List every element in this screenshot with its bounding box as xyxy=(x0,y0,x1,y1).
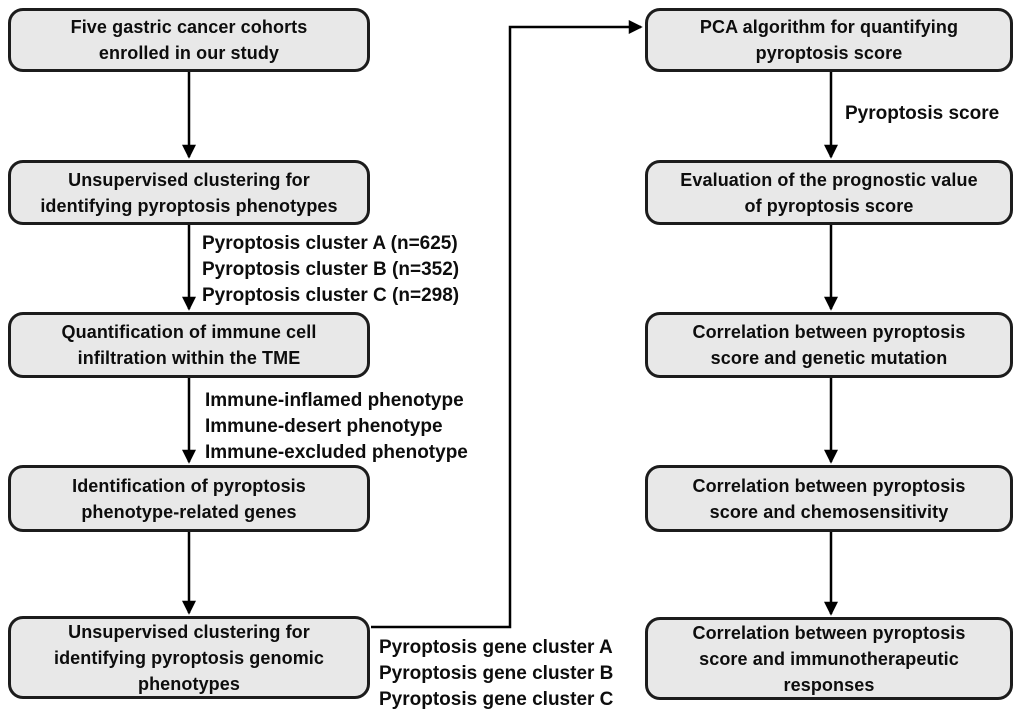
box-immunotherapeutic-responses: Correlation between pyroptosis score and… xyxy=(645,617,1013,700)
connector-genomic-to-pca xyxy=(371,20,643,629)
annotation-line: Immune-desert phenotype xyxy=(205,416,443,437)
annotation-line: Immune-excluded phenotype xyxy=(205,442,468,463)
box-genetic-mutation-label: Correlation between pyroptosis score and… xyxy=(692,322,966,368)
annotation-line: Pyroptosis gene cluster A xyxy=(379,637,613,658)
box-chemosensitivity-label: Correlation between pyroptosis score and… xyxy=(692,475,966,522)
box-chemosensitivity: Correlation between pyroptosis score and… xyxy=(645,465,1013,532)
annotation-line: Pyroptosis cluster C (n=298) xyxy=(202,285,460,306)
box-cohorts-label: Five gastric cancer cohorts enrolled in … xyxy=(70,17,308,63)
box-prognostic-evaluation-label: Evaluation of the prognostic value of py… xyxy=(680,169,978,216)
annotation-line: Immune-inflamed phenotype xyxy=(205,390,464,411)
box-clustering-genomic-phenotypes-label: Unsupervised clustering for identifying … xyxy=(53,621,325,694)
box-clustering-phenotypes-label: Unsupervised clustering for identifying … xyxy=(40,169,338,216)
box-clustering-phenotypes: Unsupervised clustering for identifying … xyxy=(8,160,370,225)
box-prognostic-evaluation: Evaluation of the prognostic value of py… xyxy=(645,160,1013,225)
box-cohorts: Five gastric cancer cohorts enrolled in … xyxy=(8,8,370,72)
box-immunotherapeutic-responses-label: Correlation between pyroptosis score and… xyxy=(692,622,966,695)
annotation-line: Pyroptosis cluster B (n=352) xyxy=(202,259,460,280)
box-pca-score-label: PCA algorithm for quantifying pyroptosis… xyxy=(699,17,959,63)
box-phenotype-related-genes: Identification of pyroptosis phenotype-r… xyxy=(8,465,370,532)
box-immune-quantification: Quantification of immune cell infiltrati… xyxy=(8,312,370,378)
annotation-line: Pyroptosis gene cluster B xyxy=(379,663,614,684)
box-phenotype-related-genes-label: Identification of pyroptosis phenotype-r… xyxy=(72,475,306,522)
box-genetic-mutation: Correlation between pyroptosis score and… xyxy=(645,312,1013,378)
annotation-pyroptosis-clusters: Pyroptosis cluster A (n=625) Pyroptosis … xyxy=(202,231,459,309)
annotation-line: Pyroptosis gene cluster C xyxy=(379,689,614,710)
box-immune-quantification-label: Quantification of immune cell infiltrati… xyxy=(61,322,317,368)
annotation-line: Pyroptosis cluster A (n=625) xyxy=(202,233,458,254)
box-pca-score: PCA algorithm for quantifying pyroptosis… xyxy=(645,8,1013,72)
annotation-immune-phenotypes: Immune-inflamed phenotype Immune-desert … xyxy=(205,388,468,466)
annotation-gene-clusters: Pyroptosis gene cluster A Pyroptosis gen… xyxy=(379,635,613,712)
annotation-pyroptosis-score: Pyroptosis score xyxy=(845,101,999,127)
box-clustering-genomic-phenotypes: Unsupervised clustering for identifying … xyxy=(8,616,370,699)
annotation-line: Pyroptosis score xyxy=(845,103,1000,124)
